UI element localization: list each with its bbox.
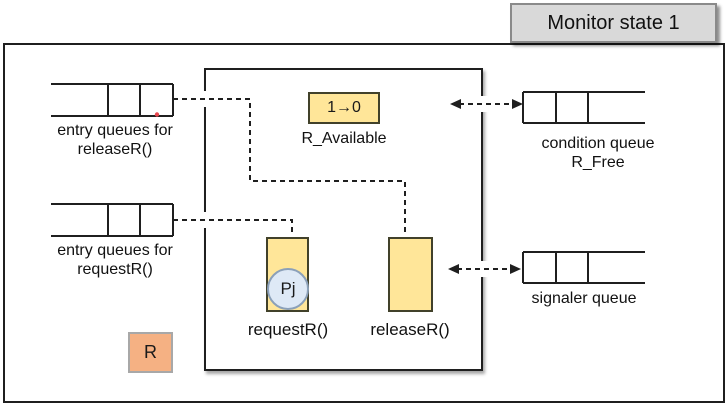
release-method-box bbox=[388, 237, 433, 312]
request-method-label: requestR() bbox=[247, 320, 329, 339]
title-box: Monitor state 1 bbox=[510, 3, 717, 43]
available-flag-value: 1→0 bbox=[327, 99, 361, 116]
condition-queue-label: condition queue R_Free bbox=[541, 135, 655, 171]
resource-r-box: R bbox=[128, 332, 173, 373]
signaler-queue-label: signaler queue bbox=[531, 290, 637, 307]
resource-r-label: R bbox=[144, 342, 157, 362]
entry-queue-request-label: entry queues for requestR() bbox=[57, 242, 173, 278]
available-flag-box: 1→0 bbox=[308, 92, 380, 124]
release-method-label: releaseR() bbox=[370, 320, 450, 339]
monitor-outer-boundary bbox=[3, 43, 725, 403]
process-pj-circle: Pj bbox=[267, 268, 309, 310]
process-pj-label: Pj bbox=[280, 279, 296, 298]
available-flag-label: R_Available bbox=[301, 130, 387, 147]
entry-queue-release-label: entry queues for releaseR() bbox=[57, 122, 173, 158]
page-title: Monitor state 1 bbox=[547, 11, 680, 34]
